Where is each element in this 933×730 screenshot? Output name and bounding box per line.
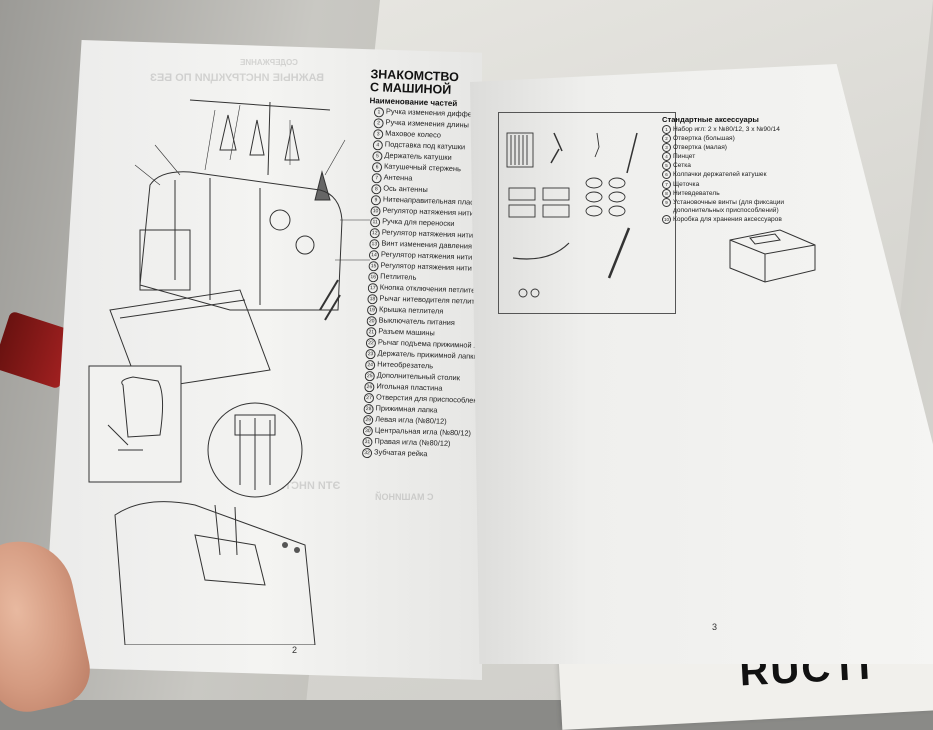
right-page (470, 64, 933, 664)
accessories-box (498, 112, 676, 314)
needle-plate-diagram (114, 501, 316, 645)
page-number-left: 2 (292, 645, 298, 655)
ghost-text: СОДЕРЖАНИЕ (240, 58, 298, 67)
page-number-right: 3 (712, 622, 718, 632)
heading-line-2: С МАШИНОЙ (369, 80, 452, 97)
accessories-title: Стандартные аксессуары (662, 115, 759, 124)
storage-box-illustration (729, 229, 816, 283)
serger-diagram (109, 99, 370, 391)
detail-diagram-needles (207, 402, 303, 498)
detail-diagram-foot (88, 365, 182, 483)
list-item: дополнительных приспособлений) (673, 206, 779, 214)
accessories-illustration (506, 132, 638, 298)
section-heading: ЗНАКОМСТВО С МАШИНОЙ Наименование частей (369, 67, 480, 109)
ghost-text: С МАШИНОЙ (375, 492, 434, 502)
